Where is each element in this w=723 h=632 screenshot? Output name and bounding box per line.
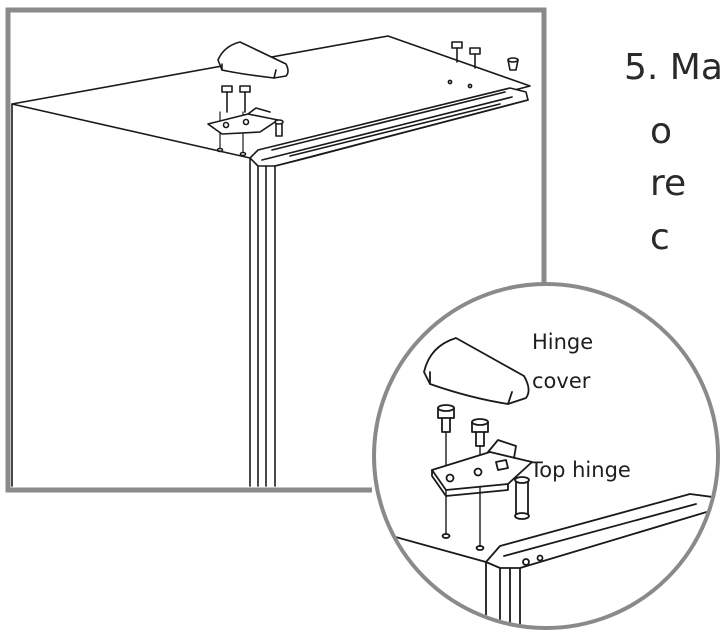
detail-rail-hole-2 xyxy=(536,554,544,562)
detail-screw-right xyxy=(471,418,489,447)
magnified-detail xyxy=(376,337,716,626)
detail-hinge-hole-2 xyxy=(473,467,483,477)
detail-door-rail-line xyxy=(499,503,697,626)
door-top-rail-groove xyxy=(271,91,506,157)
detail-hole-1 xyxy=(441,533,451,539)
main-illustration xyxy=(11,35,531,487)
top-hole-2 xyxy=(467,83,473,89)
detail-hinge-cover xyxy=(423,337,530,405)
detail-hole-2 xyxy=(475,545,485,551)
detail-hinge-hole-1 xyxy=(445,473,455,483)
main-top-hinge xyxy=(207,107,284,137)
step-text-fragment-2: re xyxy=(650,163,687,204)
fridge-top-surface xyxy=(11,35,531,159)
step-text-fragment-1: o xyxy=(650,111,673,152)
detail-screw-left xyxy=(437,404,455,433)
detail-rail-hole-1 xyxy=(522,558,530,566)
top-hole-1 xyxy=(447,79,453,85)
detail-top-hinge xyxy=(431,439,533,520)
hinge-cover-label-line1: Hinge xyxy=(532,330,594,354)
door-top-rail-inner xyxy=(261,96,513,161)
top-hinge-label: Top hinge xyxy=(530,458,631,482)
detail-hinge-slot xyxy=(495,459,509,471)
door-face-curve xyxy=(274,99,529,167)
main-hinge-cover xyxy=(217,41,289,79)
main-screw-hole-2 xyxy=(239,151,247,157)
hinge-cover-label-line2: cover xyxy=(532,369,591,393)
main-hinge-screws xyxy=(221,85,251,113)
door-front-face xyxy=(257,165,276,487)
detail-hinge-pin xyxy=(515,479,529,517)
door-top-rail xyxy=(249,87,529,167)
step-heading: 5. Ma xyxy=(624,47,723,88)
spare-screws xyxy=(451,41,519,71)
main-screw-hole-1 xyxy=(216,147,224,153)
illustration-frame xyxy=(5,7,547,493)
step-text-fragment-3: c xyxy=(650,217,670,258)
